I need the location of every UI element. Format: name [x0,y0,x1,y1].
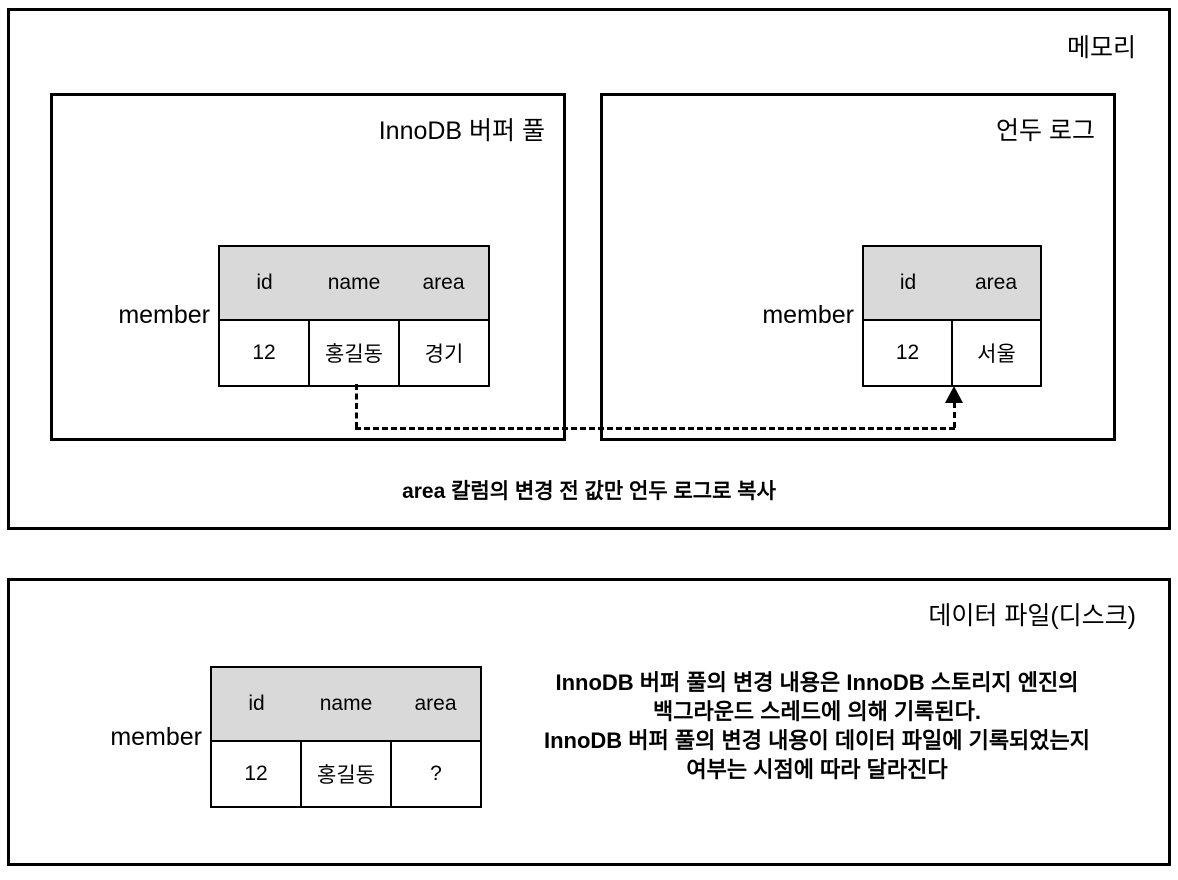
innodb-buffer-pool-title: InnoDB 버퍼 풀 [378,117,545,145]
cell-id: 12 [862,319,953,387]
memory-section-caption-text: area 칼럼의 변경 전 값만 언두 로그로 복사 [402,480,776,503]
buffer-pool-table: id name area 12 홍길동 경기 [218,245,490,387]
column-header-area: area [391,667,481,741]
connector-dashed-vertical-target [953,402,956,428]
connector-dashed-horizontal [355,427,955,430]
column-header-name: name [309,246,399,320]
datafile-note-line-4: 여부는 시점에 따라 달라진다 [686,757,948,783]
connector-dashed-vertical-source [355,384,358,428]
cell-id: 12 [218,319,310,387]
table-row: 12 서울 [862,319,1042,387]
undo-log-title: 언두 로그 [996,117,1095,145]
column-header-id: id [863,246,952,320]
datafile-note-line-1: InnoDB 버퍼 풀의 변경 내용은 InnoDB 스토리지 엔진의 [555,670,1079,695]
table-header-row: id name area [211,667,481,741]
cell-area: ? [390,740,482,808]
datafile-region-box [7,578,1171,866]
column-header-area: area [952,246,1041,320]
undo-log-table: id area 12 서울 [862,245,1042,387]
cell-name: 홍길동 [308,319,400,387]
cell-name: 홍길동 [300,740,392,808]
datafile-note: InnoDB 버퍼 풀의 변경 내용은 InnoDB 스토리지 엔진의 백그라운… [484,668,1150,784]
cell-id: 12 [210,740,302,808]
table-row: 12 홍길동 ? [210,740,482,808]
table-header-row: id area [863,246,1041,320]
datafile-note-line-2: 백그라운드 스레드에 의해 기록된다. [652,699,982,725]
column-header-id: id [211,667,301,741]
datafile-table: id name area 12 홍길동 ? [210,666,482,808]
memory-section-caption: area 칼럼의 변경 전 값만 언두 로그로 복사 [0,479,1178,505]
connector-arrowhead-icon [945,386,963,403]
buffer-pool-table-label: member [118,301,210,329]
datafile-region-label: 데이터 파일(디스크) [928,602,1136,630]
table-header-row: id name area [219,246,489,320]
memory-region-label: 메모리 [1066,34,1136,62]
table-row: 12 홍길동 경기 [218,319,490,387]
datafile-table-label: member [110,723,202,751]
undo-log-table-label: member [762,301,854,329]
column-header-id: id [219,246,309,320]
cell-area: 경기 [398,319,490,387]
memory-section-caption-emphasis: area [402,480,446,503]
column-header-area: area [399,246,489,320]
cell-area: 서울 [951,319,1042,387]
column-header-name: name [301,667,391,741]
datafile-note-line-3: InnoDB 버퍼 풀의 변경 내용이 데이터 파일에 기록되었는지 [543,728,1091,754]
